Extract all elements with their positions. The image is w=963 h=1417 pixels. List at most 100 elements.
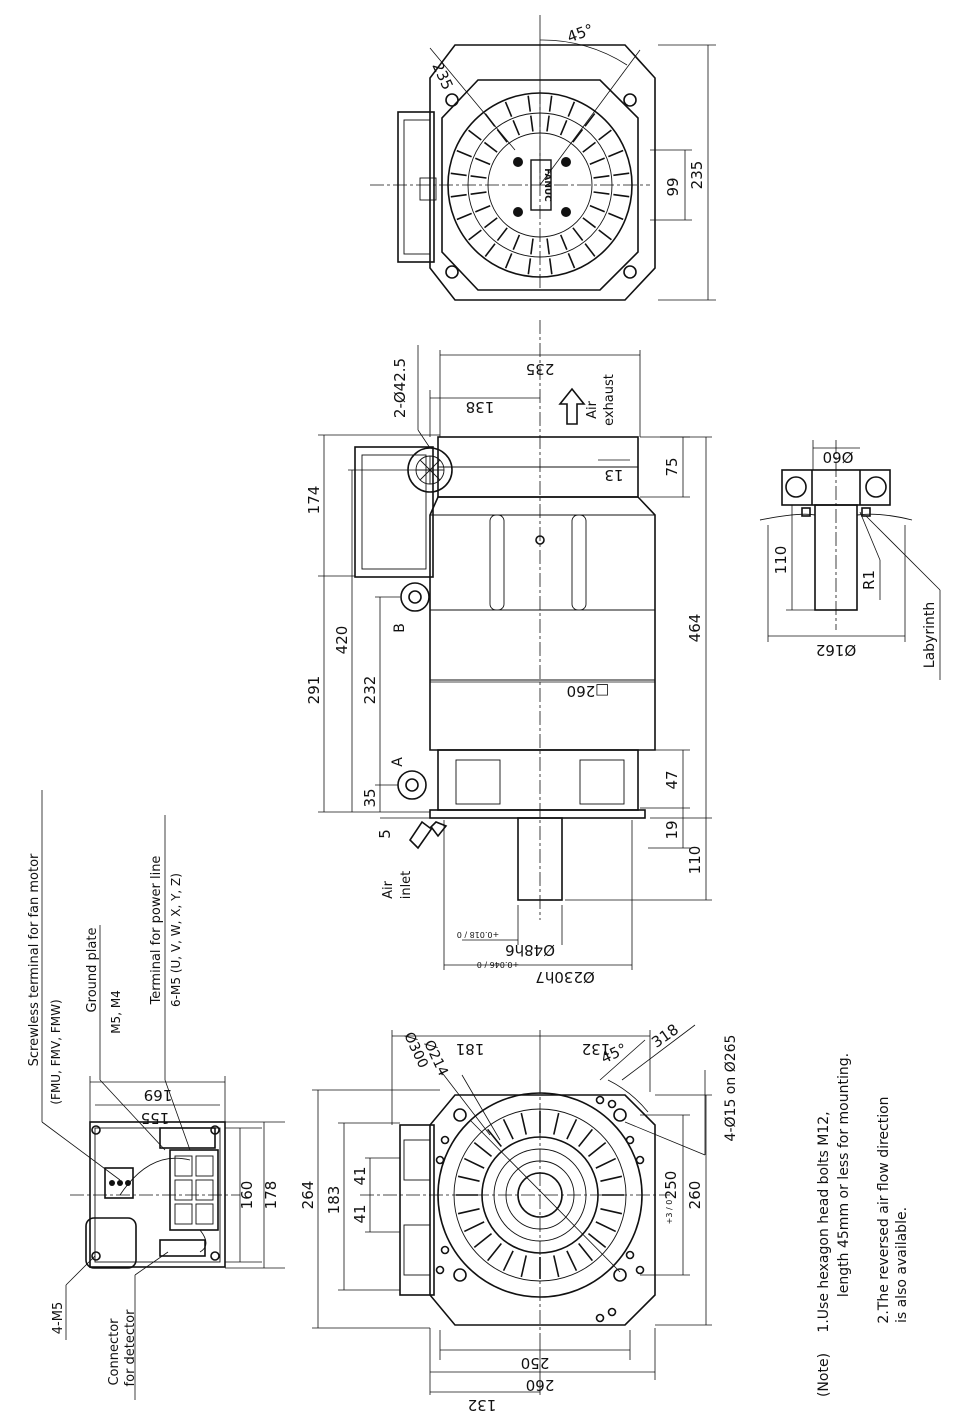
side-dim-35: 35 xyxy=(361,788,379,807)
tb-dim-155: 155 xyxy=(141,1109,170,1127)
top-dim-235: 235 xyxy=(688,161,706,190)
side-air-exhaust-1: Air xyxy=(585,400,600,419)
side-label-b: B xyxy=(392,623,408,633)
flange-fin xyxy=(595,1221,617,1233)
gland-spoke xyxy=(419,459,431,471)
flange-fin xyxy=(457,1175,480,1182)
grille-slot xyxy=(484,217,498,229)
detail-dim-110: 110 xyxy=(772,546,790,575)
note-2a: 2.The reversed air flow direction xyxy=(876,1096,892,1323)
side-dim-232: 232 xyxy=(361,676,379,705)
side-dim-5: 5 xyxy=(376,829,394,839)
tb-power-terminal: Terminal for power line xyxy=(149,856,164,1006)
side-dim-464: 464 xyxy=(686,614,704,643)
grille-slot xyxy=(496,129,508,143)
side-shaft: Ø48h6 xyxy=(505,941,555,959)
corner-dot xyxy=(435,1265,445,1275)
grille-slot xyxy=(512,234,521,251)
terminal-box-view: 169 155 160 178 Screwless terminal for f… xyxy=(27,790,285,1400)
front-view: 181 132 Ø300 Ø214 45° 318 4-Ø15 on Ø265 … xyxy=(299,1020,739,1414)
corner-dot xyxy=(607,1099,617,1109)
side-dim-13: 13 xyxy=(604,466,623,484)
grille-slot xyxy=(548,258,553,275)
grille-slot xyxy=(456,212,472,221)
gland-spoke xyxy=(419,469,431,481)
flange-fin xyxy=(587,1142,607,1157)
side-dim-47: 47 xyxy=(663,770,681,789)
grille-slot xyxy=(613,172,630,177)
terminal-cell xyxy=(174,1155,193,1177)
grille-slot xyxy=(546,238,550,255)
side-shaft-tol: +0.018 / 0 xyxy=(457,930,499,939)
flange-fin xyxy=(487,1242,502,1262)
grille-slot xyxy=(589,204,606,213)
side-dim-174: 174 xyxy=(305,486,323,515)
grille-slot xyxy=(468,129,482,141)
front-holes: 4-Ø15 on Ø265 xyxy=(723,1035,739,1142)
tb-fan-terminal-sub: (FMU, FMV, FMW) xyxy=(49,999,63,1104)
side-label-a: A xyxy=(390,757,406,767)
front-dim-264: 264 xyxy=(299,1181,317,1210)
corner-dot xyxy=(595,1095,605,1105)
top-angle: 45° xyxy=(565,20,596,46)
grille-slot xyxy=(530,115,534,132)
side-view: B A 235 138 2-Ø42.5 Air exhaust 13 75 46… xyxy=(305,320,712,986)
grille-slot xyxy=(608,212,624,221)
corner-dot xyxy=(625,1250,635,1260)
note-title: (Note) xyxy=(816,1353,832,1397)
side-dim-291: 291 xyxy=(305,676,323,705)
corner-dot xyxy=(440,1135,450,1145)
grille-slot xyxy=(593,191,610,195)
notes: (Note) 1.Use hexagon head bolts M12, len… xyxy=(816,1053,910,1397)
terminal-cell xyxy=(174,1179,193,1201)
grille-slot xyxy=(450,172,467,177)
terminal-cell xyxy=(195,1179,214,1201)
grille-slot xyxy=(572,227,584,241)
side-dim-110: 110 xyxy=(686,846,704,875)
top-view: FANUC 45° 235 99 235 xyxy=(370,15,716,301)
flange-fin xyxy=(463,1157,485,1169)
grille-slot xyxy=(567,101,576,117)
detail-r1: R1 xyxy=(860,570,878,590)
front-dim-41b: 41 xyxy=(351,1204,369,1223)
front-dim-183: 183 xyxy=(325,1186,343,1215)
side-dim-75: 75 xyxy=(663,457,681,476)
flange-fin xyxy=(502,1118,514,1140)
terminal-cell xyxy=(174,1203,193,1225)
grille-slot xyxy=(546,115,550,132)
flange-fin xyxy=(587,1233,607,1248)
side-spigot-tol: +0.046 / 0 xyxy=(477,960,519,969)
corner-dot xyxy=(435,1155,445,1165)
detail-labyrinth: Labyrinth xyxy=(922,602,938,668)
grille-slot xyxy=(527,95,532,112)
side-spigot: Ø230h7 xyxy=(535,968,595,986)
top-logo: FANUC xyxy=(542,168,552,202)
side-square-260: □260 xyxy=(567,682,610,700)
flange-fin xyxy=(473,1142,493,1157)
terminal-cell xyxy=(195,1203,214,1225)
grille-slot xyxy=(589,157,605,166)
tb-ground-sizes: M5, M4 xyxy=(109,990,123,1034)
grille-slot xyxy=(548,95,553,112)
corner-dot xyxy=(625,1135,635,1145)
corner-dot xyxy=(635,1265,645,1275)
front-dim-41a: 41 xyxy=(351,1166,369,1185)
grille-slot xyxy=(593,175,610,179)
side-dim-235: 235 xyxy=(526,360,555,378)
side-dim-138: 138 xyxy=(466,398,495,416)
grille-slot xyxy=(456,149,472,158)
top-dim-99: 99 xyxy=(664,177,682,196)
corner-dot xyxy=(595,1313,605,1323)
front-dim-250-tol: +3 / 0 xyxy=(665,1200,674,1225)
grille-slot xyxy=(504,101,513,117)
grille-slot xyxy=(584,113,596,127)
flange-fin xyxy=(566,1118,578,1140)
flange-fin xyxy=(553,1255,560,1278)
grille-slot xyxy=(598,229,612,241)
bearing-detail: Ø60 110 R1 Ø162 Labyrinth xyxy=(759,440,941,680)
corner-dot xyxy=(607,1307,617,1317)
grille-slot xyxy=(582,141,596,153)
grille-slot xyxy=(598,129,612,141)
note-2b: is also available. xyxy=(894,1207,910,1323)
